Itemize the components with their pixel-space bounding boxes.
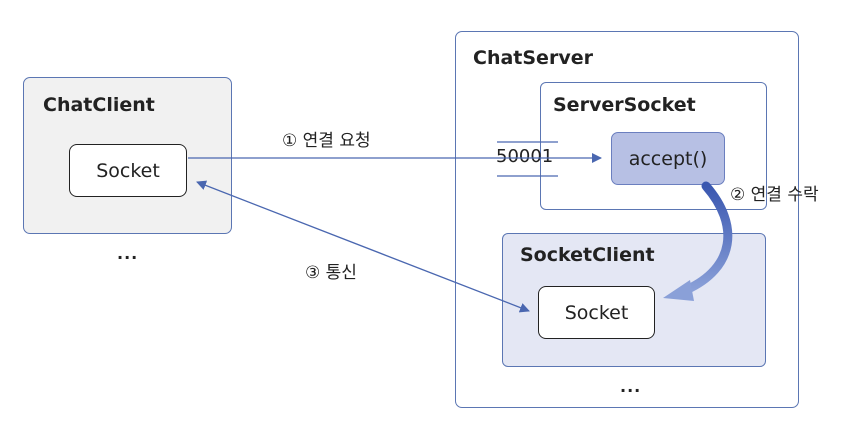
server-socket-title: ServerSocket [553, 94, 696, 116]
edge-label-connect-request: ① 연결 요청 [282, 131, 371, 151]
arrow-connect-accept-head [663, 280, 694, 301]
chat-server-title: ChatServer [473, 47, 593, 69]
accept-box: accept() [611, 132, 725, 185]
client-socket-box: Socket [69, 144, 187, 197]
client-ellipsis: ... [117, 244, 139, 263]
edge-label-connect-accept: ② 연결 수락 [730, 185, 819, 205]
server-socket-instance-box: Socket [538, 286, 655, 339]
server-ellipsis: ... [620, 377, 642, 396]
socket-client-title: SocketClient [520, 244, 655, 266]
chat-client-title: ChatClient [43, 94, 155, 116]
arrow-communicate [196, 180, 530, 313]
port-label: 50001 [496, 146, 554, 167]
arrow-connect-accept [681, 181, 733, 295]
